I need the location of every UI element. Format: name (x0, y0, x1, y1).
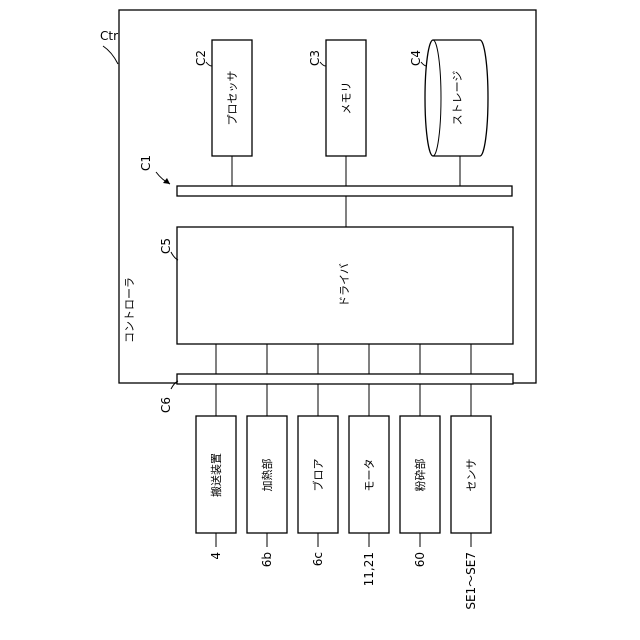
device-ref-sensor: SE1～SE7 (464, 552, 478, 610)
device-ref-motor: 11,21 (362, 552, 376, 586)
device-ref-blower: 6c (311, 552, 325, 566)
processor-ref-label: C2 (194, 50, 208, 66)
device-label-sensor: センサ (465, 459, 478, 492)
controller-name-label: コントローラ (123, 277, 136, 343)
device-label-heater: 加熱部 (260, 459, 274, 492)
device-label-crusher: 粉砕部 (413, 459, 427, 492)
memory-label: メモリ (340, 82, 353, 115)
storage-label: ストレージ (451, 71, 464, 126)
interface-ref-label: C6 (159, 397, 173, 413)
device-label-conveyor: 搬送装置 (209, 453, 223, 497)
driver-label: ドライバ (338, 263, 351, 307)
bus-c1 (177, 186, 512, 196)
bus-ref-label: C1 (139, 155, 153, 171)
device-ref-crusher: 60 (413, 552, 427, 567)
device-ref-conveyor: 4 (209, 552, 223, 560)
device-ref-heater: 6b (260, 552, 274, 567)
memory-ref-label: C3 (308, 50, 322, 66)
interface-c6 (177, 374, 513, 384)
storage-ref-label: C4 (409, 50, 423, 66)
controller-leader-line (103, 46, 118, 64)
device-label-motor: モータ (363, 459, 376, 492)
device-label-blower: ブロア (311, 459, 325, 492)
driver-ref-label: C5 (159, 238, 173, 254)
processor-label: プロセッサ (226, 71, 239, 126)
controller-ref-label: Ctr (100, 29, 118, 43)
